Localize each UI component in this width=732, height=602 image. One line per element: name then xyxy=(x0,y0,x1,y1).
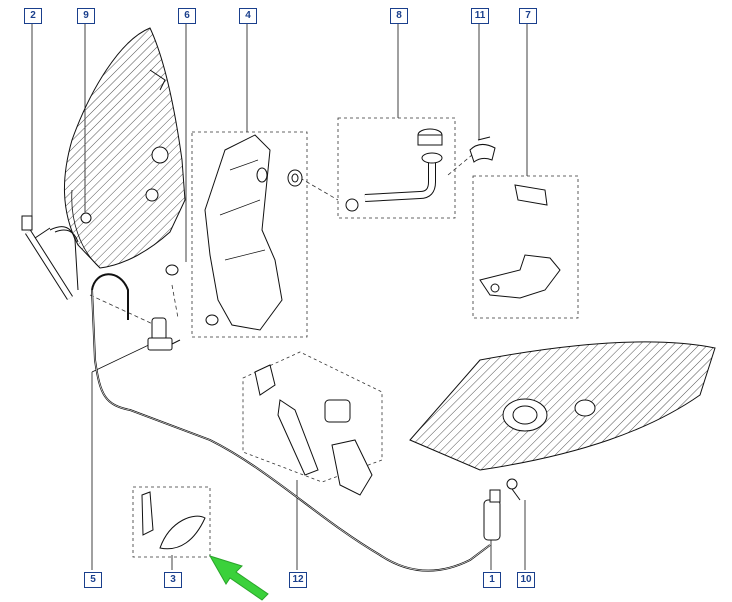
callout-5[interactable]: 5 xyxy=(84,572,102,588)
callout-3[interactable]: 3 xyxy=(164,572,182,588)
callout-9[interactable]: 9 xyxy=(77,8,95,24)
part-3-cover xyxy=(141,491,206,550)
callout-11[interactable]: 11 xyxy=(471,8,489,24)
part-9-clip xyxy=(49,212,92,291)
part-7-brackets xyxy=(479,184,561,299)
callout-8[interactable]: 8 xyxy=(390,8,408,24)
part-2-left-nozzle xyxy=(21,215,73,300)
green-arrow-icon xyxy=(208,555,269,601)
callout-6[interactable]: 6 xyxy=(178,8,196,24)
part-6-grommet xyxy=(165,264,219,326)
assembly-lines xyxy=(89,149,479,326)
group-boxes xyxy=(132,117,579,558)
left-headlamp xyxy=(63,27,186,269)
part-11-clamp xyxy=(469,136,496,163)
part-5-pump xyxy=(147,317,181,351)
callout-1[interactable]: 1 xyxy=(483,572,501,588)
callout-10[interactable]: 10 xyxy=(517,572,535,588)
callout-2[interactable]: 2 xyxy=(24,8,42,24)
part-1-right-nozzle xyxy=(483,489,501,541)
callout-7[interactable]: 7 xyxy=(519,8,537,24)
part-10-screw xyxy=(506,478,521,501)
part-12-nozzle-parts xyxy=(254,364,373,496)
part-4-reservoir xyxy=(204,134,303,331)
callout-4[interactable]: 4 xyxy=(239,8,257,24)
callout-12[interactable]: 12 xyxy=(289,572,307,588)
washer-hose-inner xyxy=(91,289,491,571)
part-8-filler xyxy=(345,128,443,212)
right-headlamp xyxy=(409,341,716,471)
leader-lines xyxy=(31,24,528,570)
